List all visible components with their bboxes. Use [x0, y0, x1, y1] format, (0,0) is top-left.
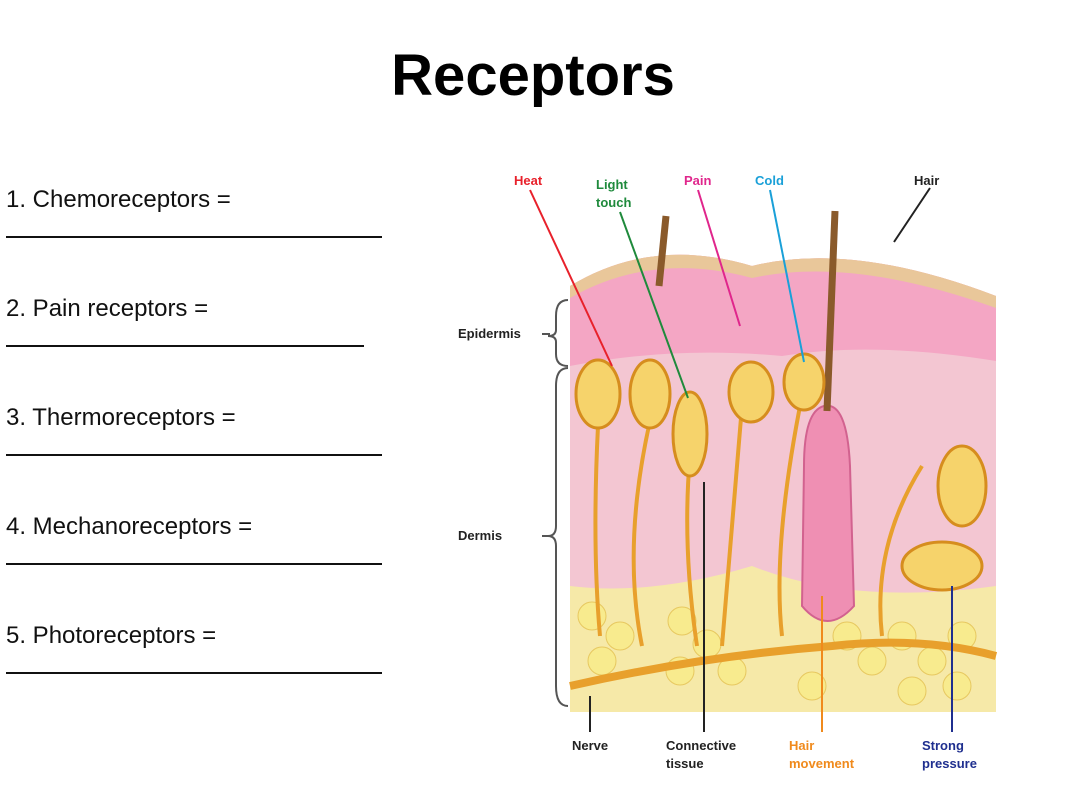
worksheet-item: 5. Photoreceptors = [6, 619, 396, 728]
label-heat: Heat [514, 173, 543, 188]
nerve-bundle [569, 638, 998, 690]
hair-stub [655, 215, 670, 287]
answer-blank [6, 236, 382, 238]
skin-surface [570, 254, 996, 308]
nerve-branches [593, 395, 924, 647]
heat-leader [529, 189, 613, 367]
item-label-thermoreceptors: 3. Thermoreceptors = [6, 404, 236, 431]
worksheet-list: 1. Chemoreceptors = 2. Pain receptors = … [6, 183, 396, 728]
slide-title: Receptors [391, 43, 675, 108]
item-label-pain-receptors: 2. Pain receptors = [6, 295, 209, 322]
pain-leader [697, 189, 741, 327]
worksheet-item: 4. Mechanoreceptors = [6, 510, 396, 619]
worksheet-item: 1. Chemoreceptors = [6, 183, 396, 292]
hair-shaft [823, 210, 839, 412]
skin-receptors-diagram: Heat Light touch Pain Cold Hair Epidermi… [458, 173, 998, 771]
fat-cells [577, 601, 977, 706]
item-label-photoreceptors: 5. Photoreceptors = [6, 622, 217, 649]
receptor-capsules [574, 352, 988, 592]
label-hair-movement-line2: movement [789, 756, 855, 771]
label-hair-movement-line1: Hair [789, 738, 814, 753]
label-dermis: Dermis [458, 528, 502, 543]
light-touch-leader [619, 211, 689, 399]
dermis-bracket [547, 367, 569, 707]
label-strong-pressure-line1: Strong [922, 738, 964, 753]
item-label-mechanoreceptors: 4. Mechanoreceptors = [6, 513, 253, 540]
epidermis-bracket [547, 299, 569, 367]
label-strong-pressure-line2: pressure [922, 756, 977, 771]
label-connective-line1: Connective [666, 738, 736, 753]
item-label-chemoreceptors: 1. Chemoreceptors = [6, 186, 231, 213]
cold-leader [769, 189, 805, 363]
hair-follicle [800, 404, 856, 622]
label-hair: Hair [914, 173, 939, 188]
answer-blank [6, 454, 382, 456]
answer-blank [6, 345, 364, 347]
label-epidermis: Epidermis [458, 326, 521, 341]
worksheet-item: 3. Thermoreceptors = [6, 401, 396, 510]
label-cold: Cold [755, 173, 784, 188]
label-nerve: Nerve [572, 738, 608, 753]
answer-blank [6, 563, 382, 565]
skin-block [547, 210, 998, 712]
answer-blank [6, 672, 382, 674]
label-pain: Pain [684, 173, 712, 188]
epidermis-layer [570, 254, 996, 366]
worksheet-item: 2. Pain receptors = [6, 292, 396, 401]
label-light-touch-line2: touch [596, 195, 631, 210]
label-light-touch-line1: Light [596, 177, 628, 192]
label-connective-line2: tissue [666, 756, 704, 771]
hair-leader [893, 187, 931, 243]
